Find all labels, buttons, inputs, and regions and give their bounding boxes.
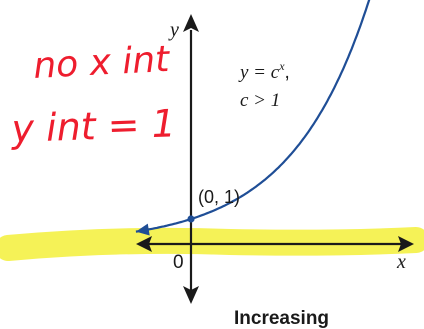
y-intercept-point: [187, 215, 195, 223]
y-axis-up-arrow-icon: [183, 14, 199, 32]
equation-line-1: y = cx,: [238, 59, 290, 83]
exponential-curve: [135, 0, 371, 233]
annotation-no-x-intercept: no x int: [32, 39, 172, 87]
y-axis-down-arrow-icon: [183, 286, 199, 304]
annotation-y-intercept: y int = 1: [10, 101, 177, 151]
equation-line-2: c > 1: [240, 90, 280, 111]
origin-label: 0: [173, 252, 184, 273]
caption: Increasing: [234, 308, 329, 329]
x-axis-left-arrow-icon: [136, 236, 152, 252]
highlighter-stroke: [0, 227, 424, 261]
y-axis-label: y: [168, 19, 179, 41]
curve-left-arrow-icon: [135, 223, 150, 236]
point-label: (0, 1): [198, 187, 240, 207]
x-axis-right-arrow-icon: [398, 236, 414, 252]
x-axis-label: x: [396, 251, 406, 273]
